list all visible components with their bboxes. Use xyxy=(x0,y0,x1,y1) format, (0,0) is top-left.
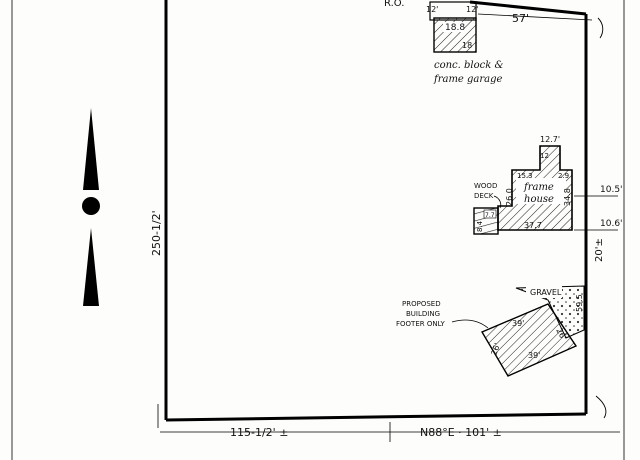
lot-boundary xyxy=(164,0,588,422)
corner-arrow-icon xyxy=(595,395,607,419)
house-label-line1: frame xyxy=(523,182,554,193)
gravel-dim: 59.5 xyxy=(575,294,584,312)
right-offset-label: 20'± xyxy=(594,238,605,262)
house-label-line2: house xyxy=(524,194,554,205)
garage-dim-right: 12' xyxy=(466,5,478,14)
deck-dim-b: 8.4 xyxy=(476,220,484,232)
deck-dim-a: 7.7 xyxy=(485,212,495,219)
deck-leader-line xyxy=(493,195,502,209)
north-arrow-icon xyxy=(82,108,100,306)
proposed-dim-left: 26' xyxy=(489,342,502,357)
house-dim-bottom: 37.7 xyxy=(524,221,542,230)
proposed-label-line2: BUILDING xyxy=(406,310,440,318)
house-dim-b: 15.3 xyxy=(517,172,533,180)
corner-arrow-icon xyxy=(597,17,604,39)
bottom-bearing-label: N88°E · 101' ± xyxy=(420,426,502,439)
deck-label-line2: DECK xyxy=(474,192,494,200)
proposed-dim-bottom: 39' xyxy=(528,351,540,360)
left-depth-label: 250-1/2' xyxy=(150,210,163,256)
proposed-label-line1: PROPOSED xyxy=(402,300,441,308)
garage-dim-left: 12' xyxy=(426,5,438,14)
house-dim-top: 12.7' xyxy=(540,135,560,144)
top-label-partial: R.O. xyxy=(384,0,404,9)
house-dim-left: 26.0 xyxy=(505,188,514,206)
wood-deck xyxy=(473,207,499,235)
garage-dim-width: 18.8 xyxy=(445,23,465,33)
garage-label-line2: frame garage xyxy=(433,74,503,85)
proposed-dim-top: 39' xyxy=(512,319,524,328)
house-dim-right: 34.8 xyxy=(563,188,572,206)
house-dim-c: 2.9 xyxy=(558,172,569,180)
garage-dim-depth: 18 xyxy=(462,41,472,50)
house-dim-a: 12 xyxy=(540,152,549,160)
proposed-building-footprint xyxy=(480,303,578,377)
proposed-leader-line xyxy=(451,319,489,329)
gravel-label: GRAVEL xyxy=(530,288,562,297)
garage-footprint xyxy=(429,1,477,53)
bottom-left-dim-label: 115-1/2' ± xyxy=(230,426,288,439)
setback-lower-label: 10.6' xyxy=(600,219,623,229)
setback-upper-label: 10.5' xyxy=(600,185,623,195)
top-frontage-dimline xyxy=(477,13,593,21)
gravel-label-bg xyxy=(526,286,562,298)
garage-label-line1: conc. block & xyxy=(434,60,503,71)
top-frontage-label: 57' xyxy=(512,12,529,25)
deck-label-line1: WOOD xyxy=(474,182,497,190)
proposed-label-line3: FOOTER ONLY xyxy=(396,320,446,328)
